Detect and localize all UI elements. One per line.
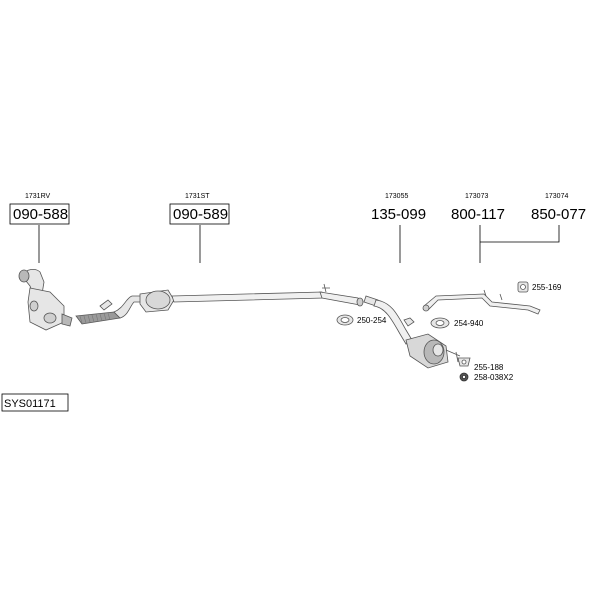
system-code: SYS01171 [4,398,56,410]
front-pipe-filter [18,268,73,331]
accessory-255-188[interactable]: 255-188 [474,363,504,372]
accessory-254-940[interactable]: 254-940 [454,319,484,328]
part-number-box-090-588 [9,203,70,225]
part-number-090-588[interactable]: 090-588 [13,206,68,223]
part-ref-1731RV: 1731RV [25,193,51,200]
rear-silencer-section [363,295,461,369]
accessory-255-169[interactable]: 255-169 [532,283,562,292]
part-number-850-077[interactable]: 850-077 [531,206,586,223]
part-number-135-099[interactable]: 135-099 [371,206,426,223]
leader-lines [38,225,560,263]
clamp-254-940 [430,317,450,329]
part-ref-173055: 173055 [385,193,408,200]
part-number-800-117[interactable]: 800-117 [451,206,505,223]
accessory-258-038X2[interactable]: 258-038X2 [474,373,514,382]
part-ref-173073: 173073 [465,193,488,200]
nut-258-038X2 [459,372,469,382]
tail-pipe [422,289,541,315]
part-ref-173074: 173074 [545,193,568,200]
part-number-box-090-589 [169,203,230,225]
part-ref-1731ST: 1731ST [185,193,210,200]
hanger-255-169 [517,281,529,293]
accessory-250-254[interactable]: 250-254 [357,316,387,325]
clamp-250-254 [336,314,354,326]
part-number-090-589[interactable]: 090-589 [173,206,228,223]
middle-pipe-catalyst [75,283,364,325]
hanger-255-188 [457,357,471,367]
system-code-box [1,393,69,412]
